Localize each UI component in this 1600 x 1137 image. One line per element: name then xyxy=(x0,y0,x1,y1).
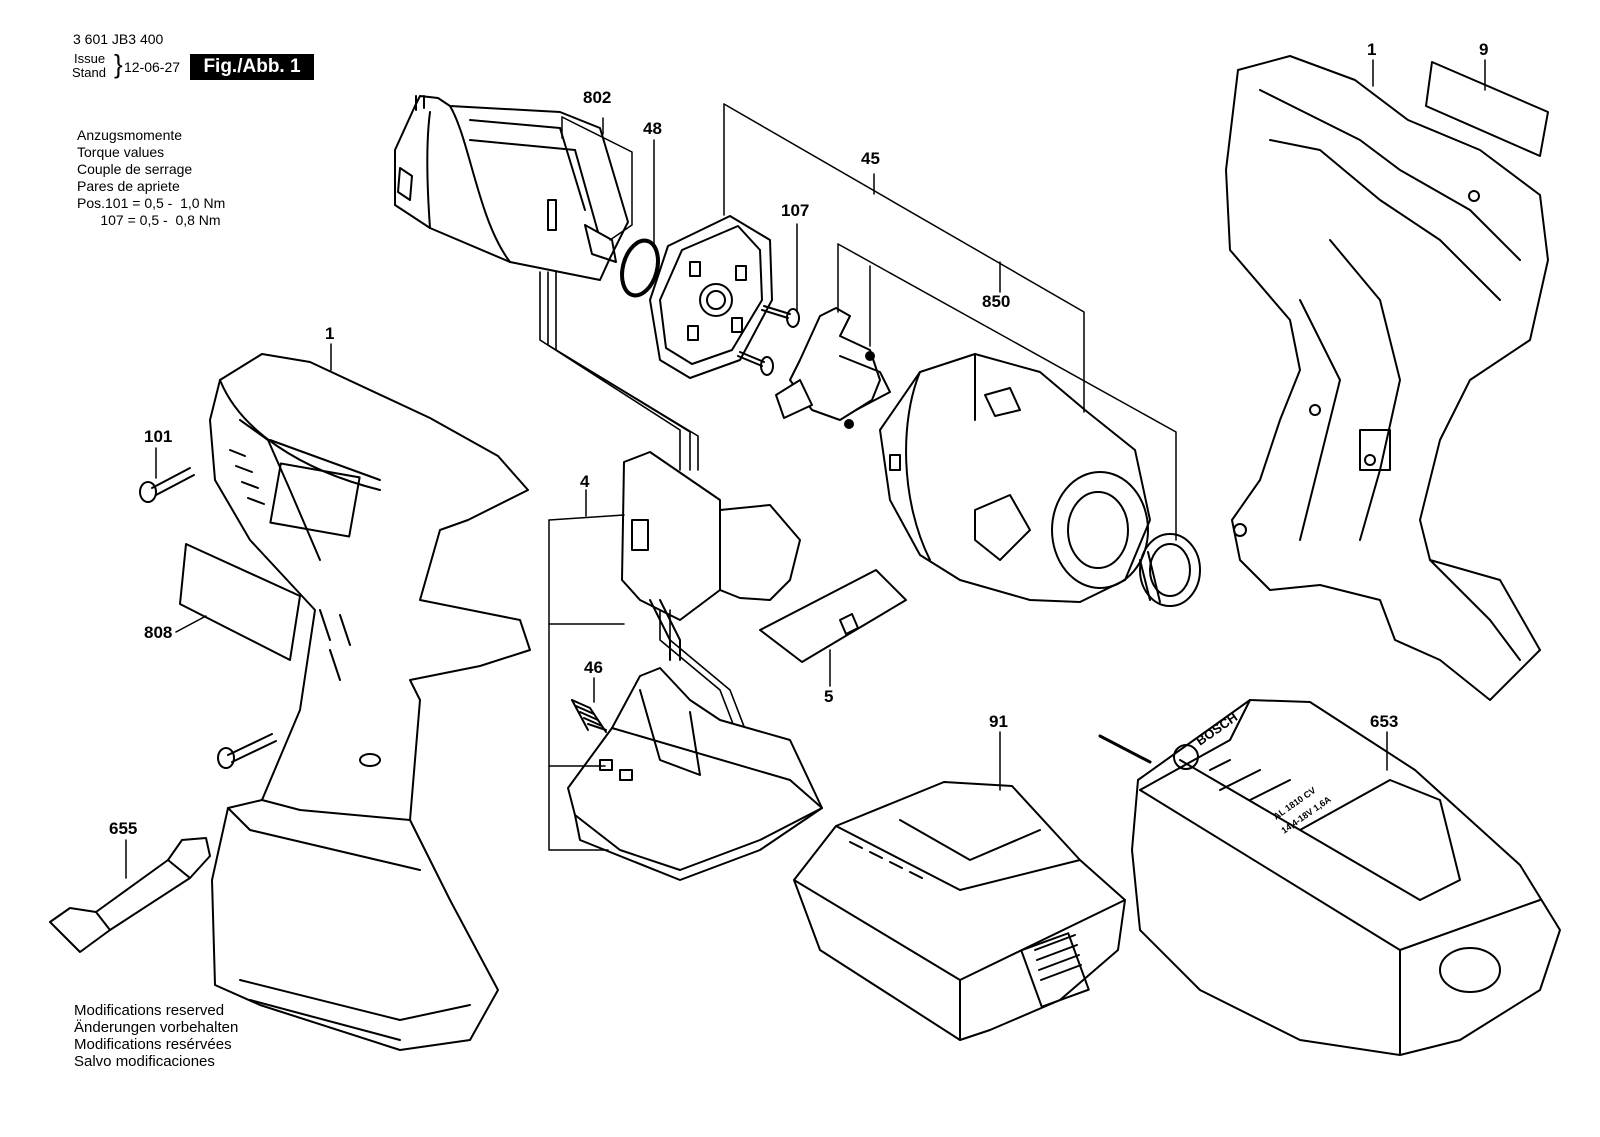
torque-line: 107 = 0,5 - 0,8 Nm xyxy=(77,212,221,228)
part-label: 4 xyxy=(580,472,590,491)
right-housing-part xyxy=(1225,55,1549,701)
torque-line: Anzugsmomente xyxy=(77,127,183,143)
label-9-part xyxy=(1425,61,1549,157)
left-housing-part xyxy=(209,353,531,1051)
part-label: 91 xyxy=(989,712,1008,731)
modifications-line: Modifications resérvées xyxy=(74,1036,232,1053)
part-label: 45 xyxy=(861,149,880,168)
modifications-notice: Modifications reserved Änderungen vorbeh… xyxy=(74,1002,238,1070)
part-label: 653 xyxy=(1370,712,1398,731)
torque-values: Anzugsmomente Torque values Couple de se… xyxy=(77,127,225,229)
bearing-plate-part xyxy=(649,215,773,379)
modifications-line: Modifications reserved xyxy=(74,1002,225,1019)
torque-line: Pos.101 = 0,5 - 1,0 Nm xyxy=(77,195,226,211)
gear-housing-part xyxy=(879,353,1151,603)
circuit-base-part xyxy=(567,667,823,881)
part-label: 5 xyxy=(824,687,833,706)
ring-nut-part xyxy=(1139,533,1201,607)
plate-part xyxy=(759,569,907,663)
anvil-part xyxy=(775,307,891,429)
bit-part xyxy=(49,837,211,953)
part-label: 107 xyxy=(781,201,809,220)
part-label: 850 xyxy=(982,292,1010,311)
screw-101-part xyxy=(139,467,277,769)
issue-date: 12-06-27 xyxy=(124,59,181,75)
screw-107-part xyxy=(737,305,800,376)
charger-part xyxy=(1098,699,1561,1056)
doc-number: 3 601 JB3 400 xyxy=(73,31,164,47)
battery-part xyxy=(793,781,1126,1041)
switch-part xyxy=(621,451,801,661)
part-label: 101 xyxy=(144,427,172,446)
leader-lines xyxy=(125,59,1486,879)
modifications-line: Änderungen vorbehalten xyxy=(74,1019,239,1036)
part-label: 655 xyxy=(109,819,137,838)
issue-label: Issue xyxy=(74,51,106,66)
motor-part xyxy=(394,95,629,281)
part-label: 9 xyxy=(1479,40,1488,59)
part-label: 1 xyxy=(1367,40,1376,59)
stand-label: Stand xyxy=(72,65,106,80)
o-ring-part xyxy=(620,238,660,298)
part-label: 48 xyxy=(643,119,662,138)
brace: } xyxy=(114,49,123,79)
torque-line: Couple de serrage xyxy=(77,161,193,177)
motor-wires xyxy=(539,271,699,471)
torque-line: Torque values xyxy=(77,144,165,160)
spring-part xyxy=(571,699,607,733)
part-label: 46 xyxy=(584,658,603,677)
torque-line: Pares de apriete xyxy=(77,178,180,194)
figure-label: Fig./Abb. 1 xyxy=(190,54,314,80)
part-label: 808 xyxy=(144,623,172,642)
part-label: 1 xyxy=(325,324,334,343)
modifications-line: Salvo modificaciones xyxy=(74,1053,215,1070)
part-label: 802 xyxy=(583,88,611,107)
label-808-part xyxy=(179,543,301,661)
